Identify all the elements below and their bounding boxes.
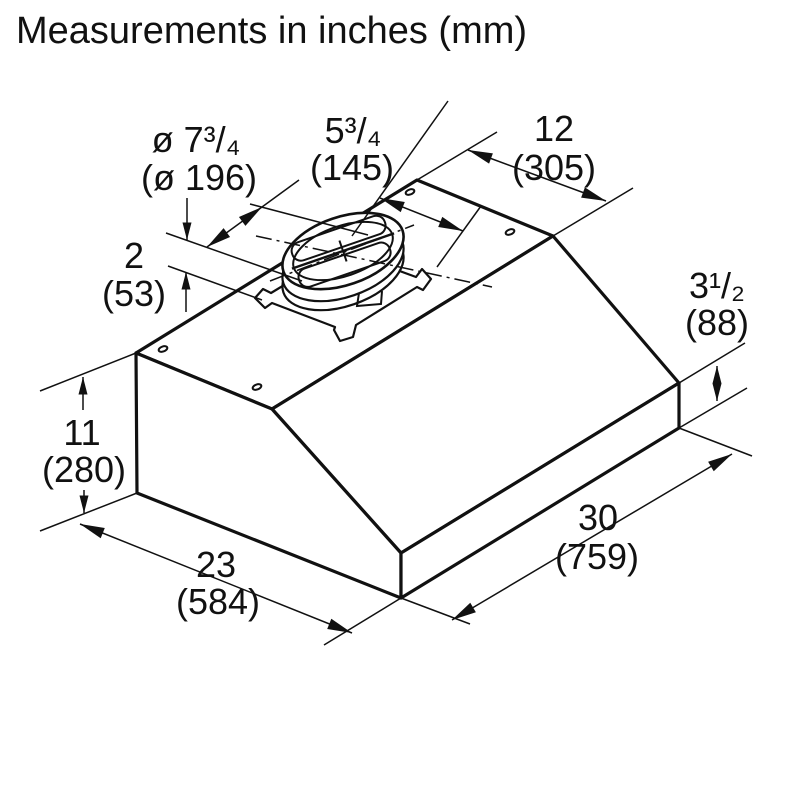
ext-line: [552, 187, 634, 237]
rim-height-mm-label: (88): [685, 302, 749, 343]
duct-collar: [281, 211, 405, 312]
collar-height-inches-label: 2: [124, 235, 144, 276]
dim-duct-diameter: ø 7³/₄ (ø 196): [141, 119, 263, 248]
top-depth-mm-label: (305): [512, 147, 596, 188]
width-mm-label: (759): [555, 536, 639, 577]
collar-width-mm-label: (145): [310, 147, 394, 188]
ext-line: [261, 179, 300, 208]
ext-line-collar-top: [165, 232, 303, 282]
body-height-mm-label: (280): [42, 449, 126, 490]
ext-line: [678, 427, 753, 457]
damper-center-tick: [338, 240, 348, 262]
dim-collar-height: 2 (53): [102, 198, 192, 314]
ext-line: [39, 352, 137, 392]
rim-height-inches-label: 3¹/₂: [689, 265, 745, 306]
ext-line: [416, 131, 498, 181]
ext-line: [323, 597, 402, 646]
screw-hole: [251, 383, 263, 391]
screw-hole: [504, 228, 516, 236]
dim-collar-width: 5³/₄ (145): [310, 110, 464, 232]
collar-width-inches-label: 5³/₄: [325, 110, 382, 151]
page-title: Measurements in inches (mm): [16, 10, 528, 52]
dim-top-depth: 12 (305): [467, 108, 607, 202]
ext-line: [400, 597, 471, 625]
ext-line: [678, 342, 746, 384]
dim-bottom-depth: 23 (584): [79, 523, 353, 634]
dim-body-height: 11 (280): [42, 377, 126, 513]
ext-line: [436, 205, 482, 268]
bottom-depth-inches-label: 23: [196, 544, 236, 585]
dim-rim-height: 3¹/₂ (88): [685, 265, 749, 401]
ext-line-plate: [167, 265, 263, 301]
ext-line: [39, 492, 138, 532]
body-height-inches-label: 11: [63, 412, 100, 453]
screw-hole: [157, 345, 169, 353]
collar-height-mm-label: (53): [102, 273, 166, 314]
collar-notch: [355, 290, 383, 308]
ext-line: [678, 387, 748, 429]
bottom-depth-mm-label: (584): [176, 581, 260, 622]
dim-width: 30 (759): [451, 453, 733, 621]
duct-diameter-mm-label: (ø 196): [141, 157, 257, 198]
centerline-2: [269, 224, 415, 282]
centerline-1: [255, 235, 493, 288]
centerlines: [255, 224, 493, 288]
duct-diameter-inches-label: ø 7³/₄: [152, 119, 241, 160]
width-inches-label: 30: [578, 497, 618, 538]
ext-line-collar-rim: [249, 203, 369, 236]
screw-hole: [404, 188, 416, 196]
screw-holes: [157, 188, 516, 391]
ext-line: [351, 100, 449, 237]
top-depth-inches-label: 12: [534, 108, 574, 149]
